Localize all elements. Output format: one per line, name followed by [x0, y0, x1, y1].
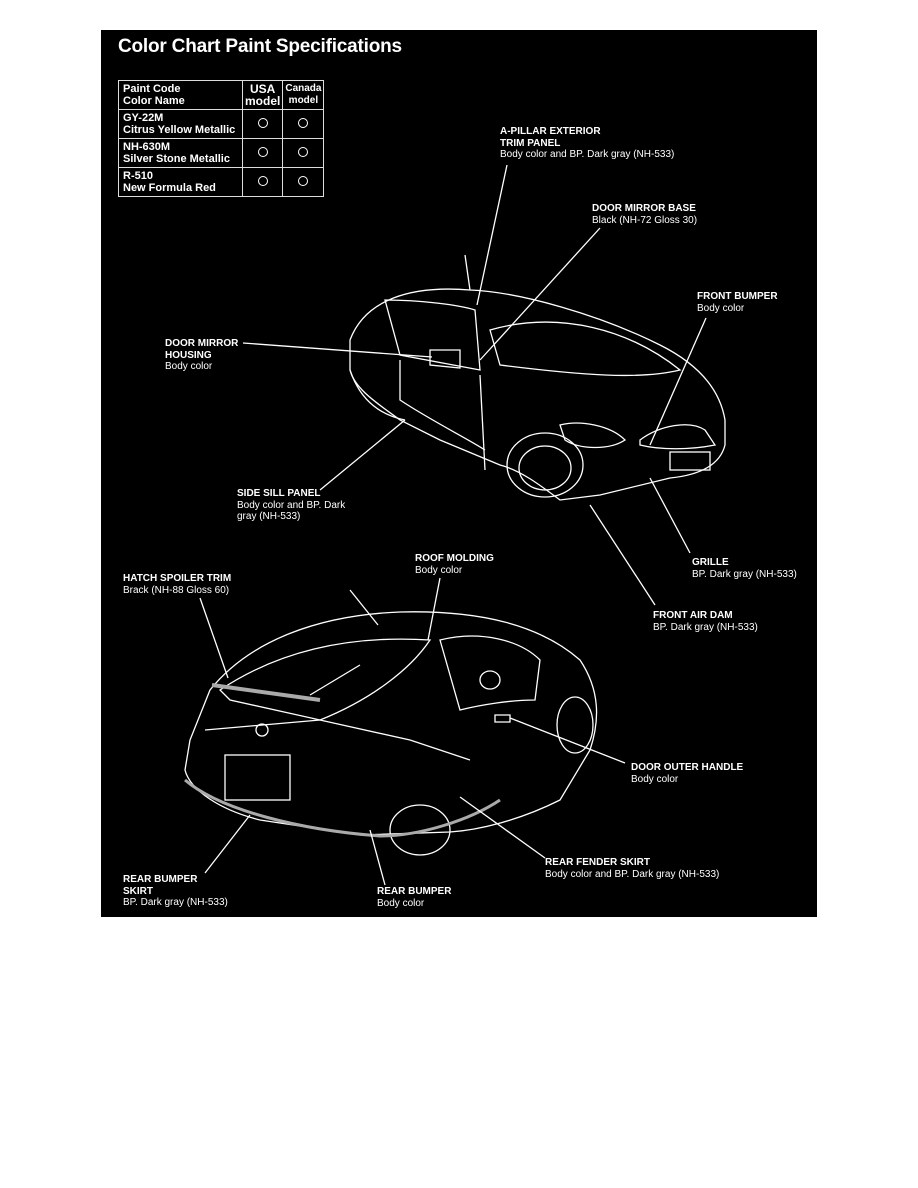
available-circle-icon [298, 117, 309, 128]
paint-code: GY-22M [123, 112, 164, 124]
label-title: ROOF MOLDING [415, 553, 494, 564]
front-car-drawing [349, 254, 726, 501]
leader-line-rear-fender [459, 796, 546, 859]
label-title: TRIM PANEL [500, 137, 561, 149]
paint-code: R-510 [123, 170, 153, 182]
label-desc: Body color [165, 361, 213, 372]
color-name: Silver Stone Metallic [123, 153, 230, 165]
label-title: SKIRT [123, 885, 153, 897]
header-canada-text: Canada [285, 83, 322, 94]
leader-line-front-bumper [649, 317, 707, 446]
header-color-name-text: Color Name [123, 95, 185, 107]
leader-line-hatch-spoiler [199, 597, 229, 679]
leader-line-door-handle [509, 717, 626, 764]
color-name: New Formula Red [123, 182, 216, 194]
available-circle-icon [298, 146, 309, 157]
paint-code: NH-630M [123, 141, 171, 153]
label-title: DOOR MIRROR BASE [592, 203, 696, 214]
leader-line-mirror-base [479, 227, 601, 361]
label-desc: BP. Dark gray (NH-533) [692, 568, 797, 580]
label-title: SIDE SILL PANEL [237, 488, 321, 499]
label-title: FRONT BUMPER [697, 291, 778, 302]
available-circle-icon [257, 146, 268, 157]
usa-cell [241, 167, 284, 197]
leader-line-rear-bumper [369, 829, 386, 886]
header-usa-model: model [245, 94, 281, 108]
usa-cell [241, 138, 284, 168]
label-title: DOOR OUTER HANDLE [631, 762, 744, 773]
rear-car-drawing [184, 589, 598, 856]
label-desc: Body color and BP. Dark gray (NH-533) [545, 868, 720, 880]
label-title: REAR BUMPER [123, 874, 198, 885]
label-desc: Body color [377, 897, 425, 909]
available-circle-icon [257, 117, 268, 128]
leader-line-grille [649, 477, 691, 554]
label-desc: Body color [415, 564, 463, 576]
label-title: HOUSING [165, 349, 212, 361]
label-desc: Body color and BP. Dark [237, 499, 346, 511]
color-name: Citrus Yellow Metallic [123, 124, 236, 136]
label-title: FRONT AIR DAM [653, 610, 733, 621]
label-desc: Body color [631, 773, 679, 785]
available-circle-icon [257, 175, 268, 186]
label-desc: BP. Dark gray (NH-533) [123, 897, 228, 908]
leader-line-mirror-housing [242, 342, 433, 358]
label-desc: Body color and BP. Dark gray (NH-533) [500, 149, 675, 160]
leader-line-side-sill [319, 419, 406, 491]
label-title: GRILLE [692, 557, 729, 568]
label-desc: BP. Dark gray (NH-533) [653, 621, 758, 633]
header-paint-code-text: Paint Code [123, 83, 181, 95]
label-title: A-PILLAR EXTERIOR [500, 126, 601, 137]
label-title: HATCH SPOILER TRIM [123, 573, 232, 584]
canada-cell [282, 138, 325, 168]
label-title: REAR BUMPER [377, 886, 452, 897]
leader-line-roof-molding [427, 577, 441, 641]
header-usa-text: USA [250, 82, 276, 96]
page-title: Color Chart Paint Specifications [118, 36, 402, 57]
label-title: REAR FENDER SKIRT [545, 857, 651, 868]
available-circle-icon [298, 175, 309, 186]
leader-lines [199, 164, 707, 886]
label-desc: Brack (NH-88 Gloss 60) [123, 584, 230, 596]
leader-line-a-pillar [476, 164, 508, 306]
canada-cell [282, 167, 325, 197]
label-desc: gray (NH-533) [237, 511, 301, 522]
header-canada-model: model [288, 95, 319, 106]
label-desc: Black (NH-72 Gloss 30) [592, 214, 698, 226]
label-desc: Body color [697, 302, 745, 314]
leader-line-front-air-dam [589, 504, 656, 606]
leader-line-rear-bumper-skirt [204, 814, 251, 874]
label-title: DOOR MIRROR [165, 338, 239, 349]
